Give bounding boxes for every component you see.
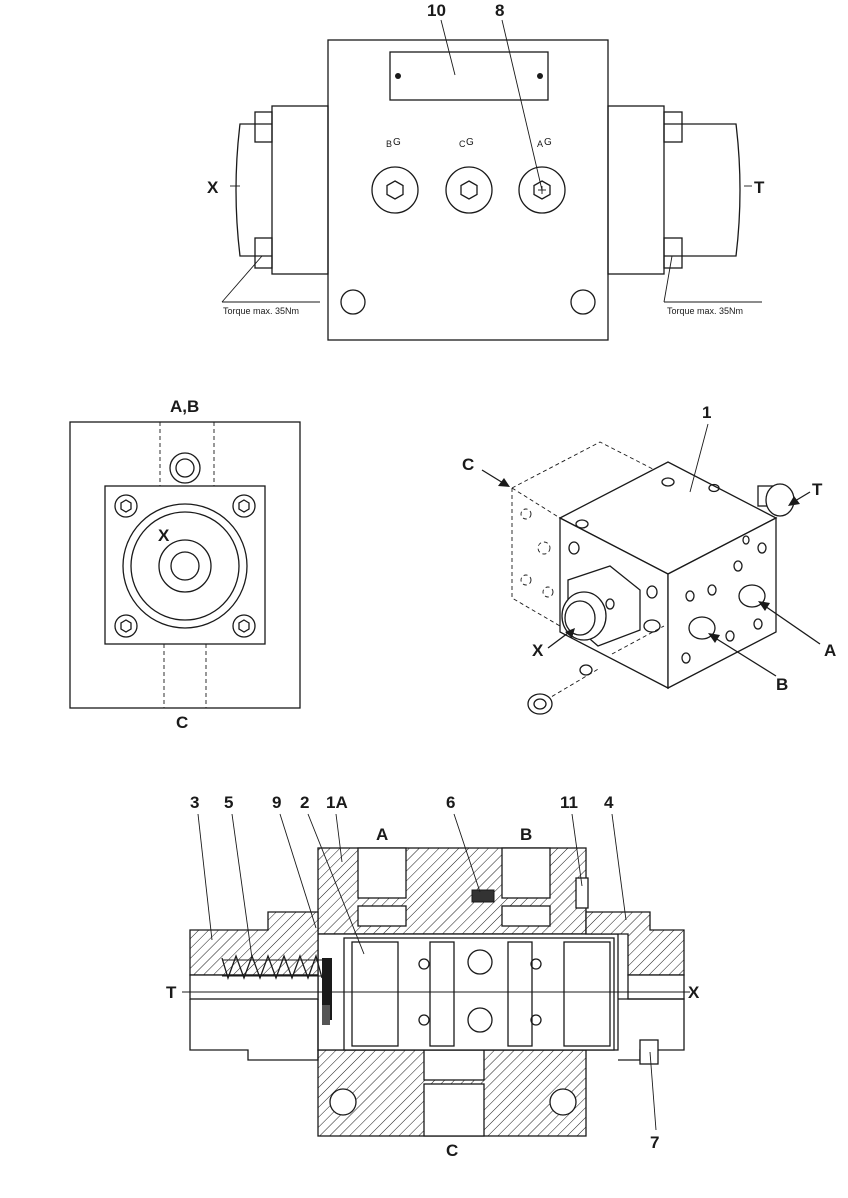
- section-spring: [221, 953, 323, 981]
- gauge-a-sub: A: [537, 139, 543, 149]
- gauge-b-letter: G: [393, 137, 401, 148]
- isometric-view: 1 C T X A B: [462, 403, 836, 715]
- left-actuator-cap: [235, 123, 272, 257]
- sec-callout-7: 7: [650, 1133, 659, 1152]
- end-label-ab: A,B: [170, 397, 199, 416]
- sec-callout-4: 4: [604, 793, 614, 812]
- top-mount-hole-right: [570, 289, 596, 315]
- left-actuator-nut-bottom: [254, 237, 273, 269]
- gauge-port-b: [371, 166, 419, 214]
- sec-port-a: A: [376, 825, 388, 844]
- iso-label-t: T: [812, 480, 823, 499]
- torque-note-right: Torque max. 35Nm: [667, 306, 743, 316]
- gauge-a-letter: G: [544, 137, 552, 148]
- gauge-port-a: [518, 166, 566, 214]
- section-view: 3 5 9 2 1A A 6 B 11 4 T X C 7: [166, 793, 700, 1160]
- gauge-c-letter: G: [466, 137, 474, 148]
- sec-callout-9: 9: [272, 793, 281, 812]
- iso-label-a: A: [824, 641, 836, 660]
- sec-callout-11: 11: [560, 793, 578, 812]
- end-view: A,B X C: [69, 397, 301, 732]
- section-port-c: [423, 1083, 485, 1137]
- port-label-x-top: X: [207, 178, 219, 197]
- right-actuator-body: [607, 105, 665, 275]
- name-plate: [389, 51, 549, 101]
- end-bolt-tl: [114, 494, 138, 518]
- section-port-b: [501, 847, 551, 899]
- end-cap-outer: [122, 503, 248, 629]
- iso-t-cap: [765, 483, 795, 517]
- section-port-a: [357, 847, 407, 899]
- sec-callout-3: 3: [190, 793, 199, 812]
- sec-callout-6: 6: [446, 793, 455, 812]
- sec-callout-5: 5: [224, 793, 233, 812]
- left-actuator-body: [271, 105, 329, 275]
- sec-port-b: B: [520, 825, 532, 844]
- iso-x-cap: [561, 591, 607, 641]
- end-bolt-bl: [114, 614, 138, 638]
- callout-8: 8: [495, 1, 504, 20]
- torque-note-left: Torque max. 35Nm: [223, 306, 299, 316]
- end-outer-block: [69, 421, 301, 709]
- section-left-cap: [189, 911, 319, 976]
- iso-label-c: C: [462, 455, 474, 474]
- iso-label-x: X: [532, 641, 544, 660]
- iso-screw-head: [527, 693, 553, 715]
- iso-side-face: [667, 516, 777, 690]
- right-actuator-nut-bottom: [663, 237, 683, 269]
- left-actuator-nut-top: [254, 111, 273, 143]
- sec-callout-2: 2: [300, 793, 309, 812]
- plate-rivet-left: [395, 73, 401, 79]
- sec-port-t: T: [166, 983, 177, 1002]
- section-item-6: [471, 889, 495, 903]
- end-label-c: C: [176, 713, 188, 732]
- sec-callout-1a: 1A: [326, 793, 348, 812]
- right-actuator-nut-top: [663, 111, 683, 143]
- port-label-t-top: T: [754, 178, 765, 197]
- iso-callout-1: 1: [702, 403, 711, 422]
- callout-10: 10: [427, 1, 446, 20]
- gauge-b-sub: B: [386, 139, 392, 149]
- top-mount-hole-left: [340, 289, 366, 315]
- right-actuator-cap: [664, 123, 741, 257]
- sec-port-c: C: [446, 1141, 458, 1160]
- plate-rivet-right: [537, 73, 543, 79]
- end-bolt-tr: [232, 494, 256, 518]
- top-main-block: [327, 39, 609, 341]
- top-view: B G C G A G 10 8 X T Torque max. 35Nm To…: [207, 1, 765, 341]
- end-plug: [169, 452, 201, 484]
- end-label-x: X: [158, 526, 170, 545]
- end-bolt-br: [232, 614, 256, 638]
- sec-port-x: X: [688, 983, 700, 1002]
- gauge-port-c: [445, 166, 493, 214]
- gauge-c-sub: C: [459, 139, 466, 149]
- iso-label-b: B: [776, 675, 788, 694]
